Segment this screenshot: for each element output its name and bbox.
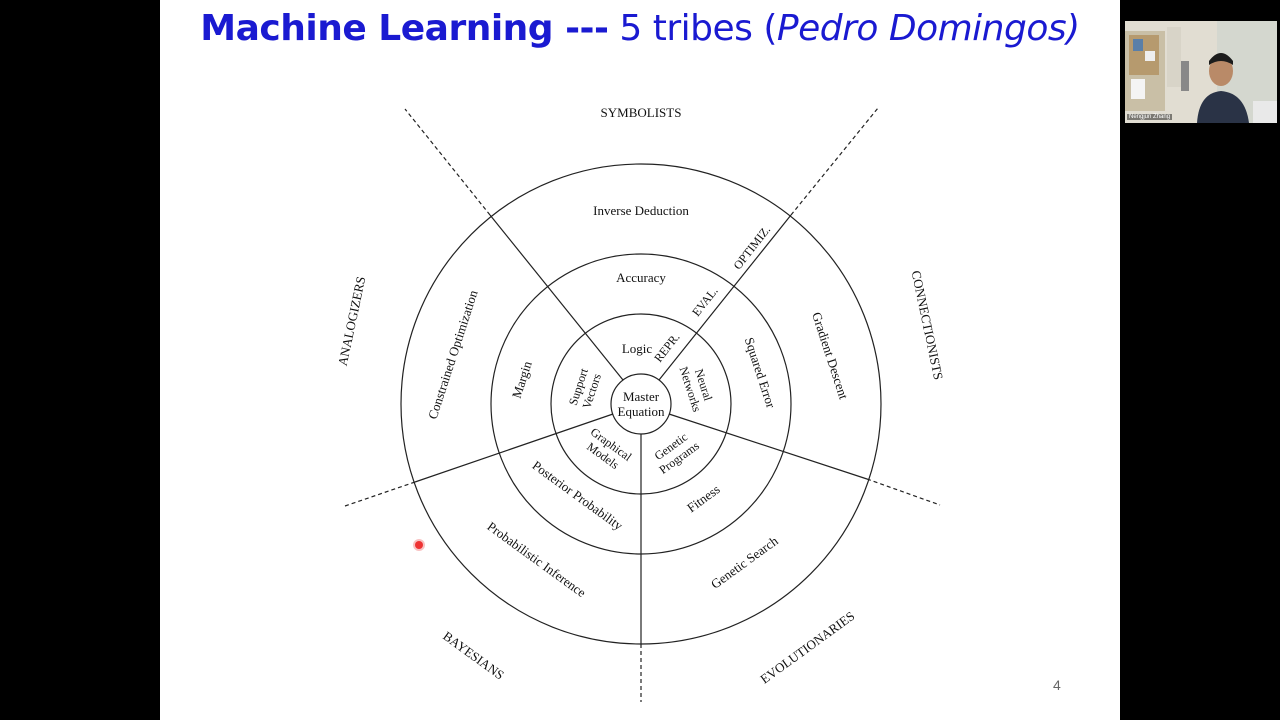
opt-inverse-deduction: Inverse Deduction (593, 203, 689, 218)
webcam-scene (1125, 21, 1277, 123)
tribe-connectionists: CONNECTIONISTS (909, 269, 947, 381)
repr-logic: Logic (622, 341, 653, 356)
title-bold: Machine Learning --- (200, 8, 609, 49)
dashed-upper-right (790, 107, 879, 216)
opt-constrained-optimization: Constrained Optimization (425, 288, 481, 421)
opt-probabilistic-inference: Probabilistic Inference (484, 519, 588, 601)
slide-title: Machine Learning --- 5 tribes (Pedro Dom… (160, 8, 1120, 49)
title-plain: 5 tribes ( (608, 8, 777, 49)
five-tribes-diagram: SYMBOLISTS CONNECTIONISTS EVOLUTIONARIES… (335, 105, 947, 702)
dashed-upper-left (404, 108, 491, 216)
divider-upper-left (489, 214, 624, 381)
laser-pointer-dot (415, 541, 423, 549)
eval-accuracy: Accuracy (616, 270, 666, 285)
tribe-bayesians: BAYESIANS (440, 628, 507, 682)
repr-genetic-programs: Genetic Programs (652, 430, 702, 477)
repr-support-vectors: Support Vectors (566, 366, 604, 410)
divider-left (414, 413, 614, 483)
webcam-video-tile[interactable]: Nengjun Zhang (1125, 21, 1277, 123)
opt-genetic-search: Genetic Search (708, 533, 781, 592)
axis-eval: EVAL. (689, 284, 721, 319)
center-line2: Equation (618, 404, 665, 419)
title-italic: Pedro Domingos) (776, 8, 1080, 49)
eval-margin: Margin (509, 359, 535, 400)
dashed-left (344, 481, 416, 507)
divider-right (668, 413, 868, 480)
opt-gradient-descent: Gradient Descent (809, 310, 851, 401)
tribe-evolutionaries: EVOLUTIONARIES (757, 608, 857, 686)
repr-neural-networks: Neural Networks (676, 365, 715, 414)
tribe-symbolists: SYMBOLISTS (601, 105, 682, 120)
eval-squared-error: Squared Error (742, 335, 779, 410)
axis-repr: REPR. (651, 330, 682, 365)
divider-upper-right (658, 214, 792, 381)
dashed-right (866, 478, 941, 506)
eval-fitness: Fitness (684, 481, 723, 515)
repr-graphical-models: Graphical Models (584, 425, 635, 472)
webcam-participant-name: Nengjun Zhang (1127, 114, 1173, 120)
slide: Machine Learning --- 5 tribes (Pedro Dom… (160, 0, 1120, 720)
slide-page-number: 4 (1053, 677, 1061, 693)
center-line1: Master (623, 389, 660, 404)
tribe-analogizers: ANALOGIZERS (335, 275, 369, 367)
